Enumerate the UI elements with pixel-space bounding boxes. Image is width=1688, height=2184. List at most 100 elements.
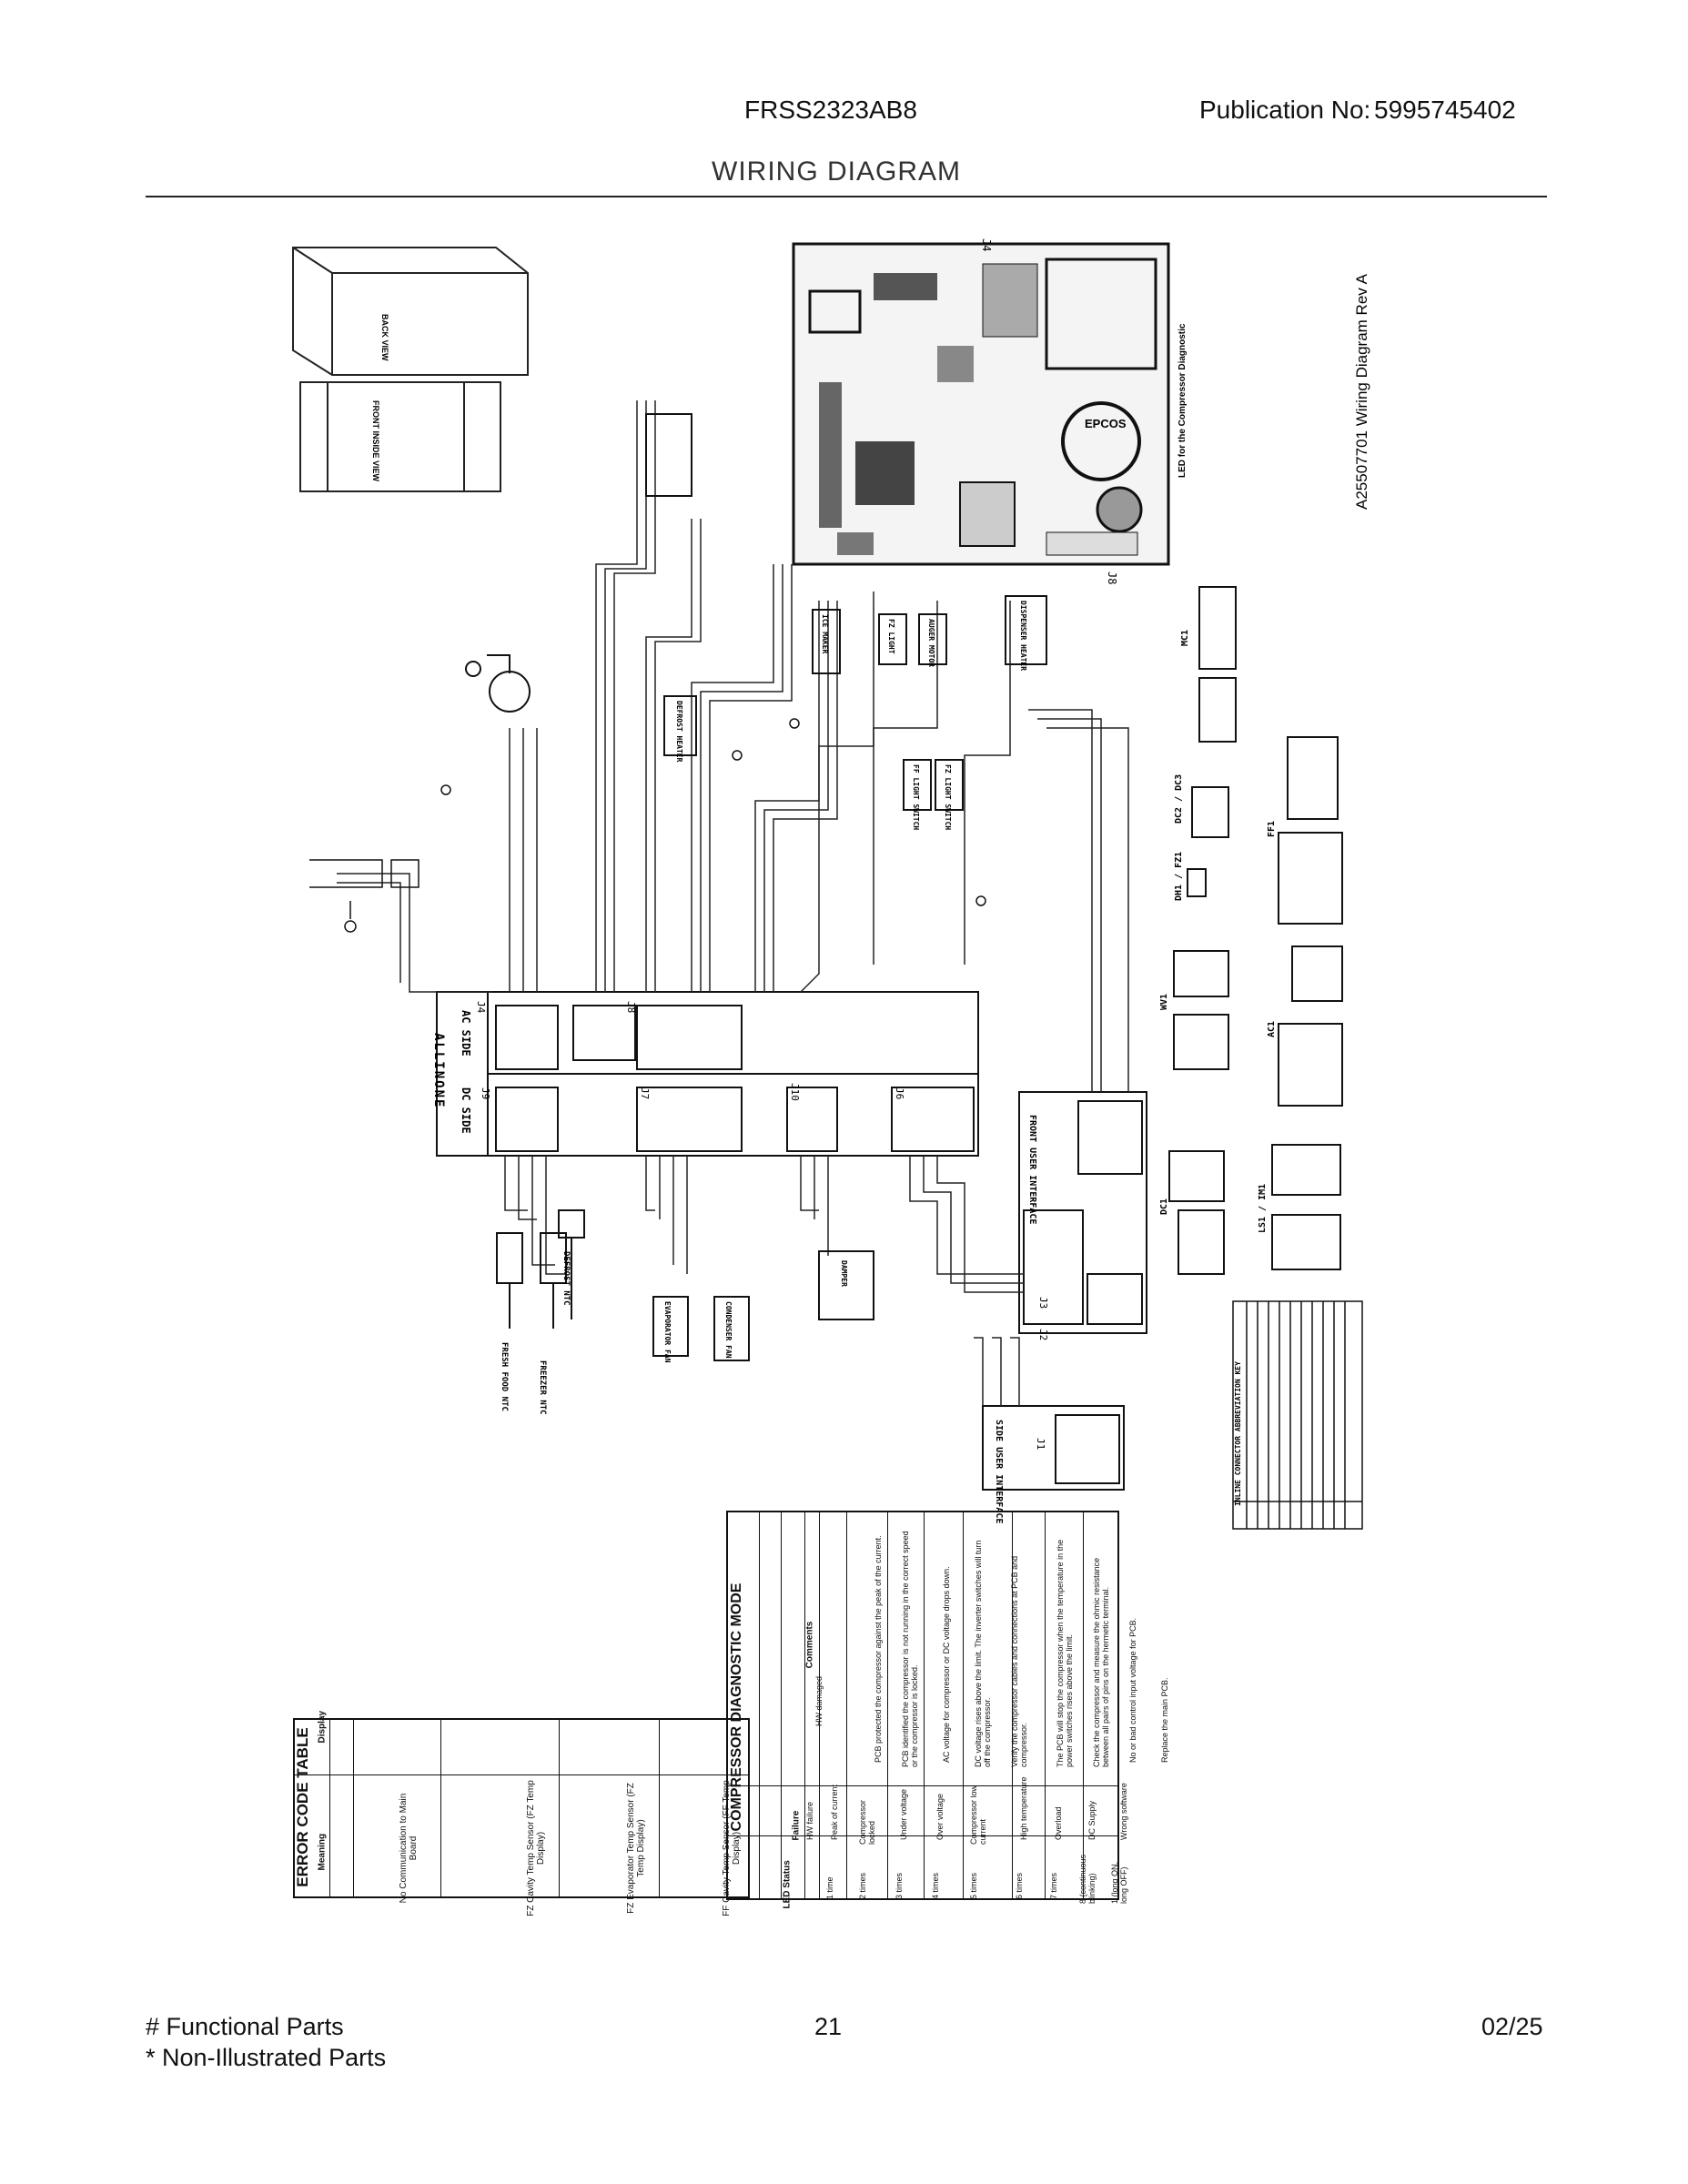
diag-row-status: 8 (continuous blinking)	[1078, 1854, 1097, 1904]
def-ntc-label: DEFROST NTC	[561, 1251, 571, 1306]
diag-row-failure: Over voltage	[935, 1793, 945, 1840]
diag-row-failure: Peak of current	[830, 1784, 839, 1840]
diag-row-failure: Wrong software	[1119, 1783, 1128, 1840]
allinone-label: ALLINONE	[431, 1033, 446, 1108]
connector-j10: J10	[789, 1083, 801, 1101]
model-number: FRSS2323AB8	[744, 96, 917, 124]
dispenser-heater-label: DISPENSER HEATER	[1019, 601, 1027, 671]
abbreviation-key-title: INLINE CONNECTOR ABBREVIATION KEY	[1234, 1361, 1242, 1506]
diag-row-failure: High temperature	[1019, 1776, 1028, 1840]
plug-ac1: AC1	[1267, 1021, 1277, 1037]
plug-dc1: DC1	[1159, 1198, 1169, 1215]
connector-j8: J8	[625, 1001, 637, 1013]
diagnostic-header-failure: Failure	[791, 1810, 802, 1841]
compressor-diagnostic-table: COMPRESSOR DIAGNOSTIC MODE LED Status Fa…	[726, 1511, 1169, 1909]
diag-row-failure: HW failure	[805, 1801, 814, 1840]
allinone-board	[436, 991, 979, 1157]
publication-label: Publication No:	[1199, 96, 1371, 124]
front-ui-board	[1018, 1091, 1147, 1334]
plug-dh1-fz1: DH1 / FZ1	[1174, 852, 1184, 901]
connector-j6: J6	[894, 1087, 905, 1099]
header-rule	[146, 196, 1547, 197]
error-header-meaning: Meaning	[317, 1833, 328, 1871]
main-pcb-image	[792, 242, 1170, 566]
side-ui-label: SIDE USER INTERFACE	[994, 1420, 1004, 1523]
front-view-label: FRONT INSIDE VIEW	[371, 400, 380, 482]
power-plug	[309, 859, 419, 919]
diag-row-failure: Compressor locked	[858, 1799, 876, 1845]
diag-row-status: 1 (long ON, long OFF)	[1110, 1861, 1128, 1904]
ice-maker-label: ICE MAKER	[821, 614, 829, 654]
diag-row-status: 6 times	[1015, 1872, 1024, 1899]
connector-j9: J9	[480, 1087, 491, 1099]
diag-row-failure: Under voltage	[899, 1788, 908, 1840]
plug-mc1: MC1	[1180, 630, 1190, 646]
diag-row-status: 4 times	[931, 1872, 940, 1899]
ground-symbols	[344, 718, 986, 933]
error-row-meaning: No Communication to Main Board	[399, 1793, 419, 1904]
diag-row-failure: Overload	[1054, 1806, 1063, 1840]
evap-fan-label: EVAPORATOR FAN	[663, 1301, 672, 1363]
led-diagnostic-label: LED for the Compressor Diagnostic	[1178, 323, 1188, 478]
diag-row-comment: Replace the main PCB.	[1160, 1677, 1169, 1763]
cond-fan-label: CONDENSER FAN	[724, 1301, 733, 1359]
diag-row-comment: The PCB will stop the compressor when th…	[1056, 1539, 1074, 1767]
plug-dc2-dc3: DC2 / DC3	[1174, 774, 1184, 824]
error-row-meaning: FZ Cavity Temp Sensor (FZ Temp Display)	[526, 1780, 546, 1916]
diag-row-failure: Compressor low current	[969, 1785, 987, 1845]
inline-plugs	[1168, 586, 1343, 1275]
connector-j1: J1	[1035, 1438, 1046, 1450]
upper-components	[645, 413, 1047, 811]
ff-ntc-label: FRESH FOOD NTC	[500, 1342, 509, 1411]
back-view-cabinet	[292, 247, 529, 492]
error-header-display: Display	[317, 1710, 328, 1744]
diag-row-comment: PCB protected the compressor against the…	[874, 1535, 883, 1763]
connector-j3: J3	[1037, 1297, 1049, 1309]
diag-row-comment: HW damaged	[814, 1675, 824, 1726]
fz-ntc-label: FREEZER NTC	[538, 1360, 547, 1415]
functional-parts-note: # Functional Parts	[146, 2013, 344, 2040]
publication-date: 02/25	[1481, 2013, 1543, 2040]
pcb-connector-j8: J8	[1106, 571, 1118, 584]
dc-side-label: DC SIDE	[460, 1087, 472, 1134]
diag-row-comment: Verify the compressor cables and connect…	[1010, 1555, 1028, 1767]
pcb-epcos-label: EPCOS	[1085, 417, 1127, 430]
error-row-meaning: FZ Evaporator Temp Sensor (FZ Temp Displ…	[626, 1783, 646, 1914]
defrost-heater-label: DEFROST HEATER	[675, 701, 683, 763]
ff-light-switch-label: FF LIGHT SWITCH	[912, 764, 920, 830]
diag-row-status: 3 times	[895, 1872, 904, 1899]
wire-harness	[337, 400, 1129, 1406]
page-number: 21	[814, 2013, 843, 2040]
publication-number: 5995745402	[1374, 96, 1516, 124]
compressor-symbol	[465, 654, 531, 713]
diag-row-comment: DC voltage rises above the limit. The in…	[974, 1540, 992, 1767]
error-code-table-title: ERROR CODE TABLE	[294, 1727, 311, 1887]
non-illustrated-parts-note: * Non-Illustrated Parts	[146, 2044, 387, 2071]
diag-row-status: 1 time	[825, 1876, 834, 1899]
diag-row-failure: DC Supply	[1087, 1800, 1097, 1840]
plug-wv1: WV1	[1159, 994, 1169, 1010]
damper-label: DAMPER	[840, 1260, 848, 1287]
back-view-label: BACK VIEW	[380, 314, 389, 361]
diagnostic-title: COMPRESSOR DIAGNOSTIC MODE	[729, 1582, 744, 1832]
error-code-table: ERROR CODE TABLE Meaning Display No Comm…	[293, 1711, 750, 1916]
diag-row-comment: Check the compressor and measure the ohm…	[1092, 1557, 1110, 1767]
connector-j7: J7	[639, 1087, 651, 1099]
abbreviation-key-table	[1232, 1300, 1363, 1530]
diag-row-status: 5 times	[969, 1872, 978, 1899]
diag-row-status: 7 times	[1049, 1872, 1058, 1899]
auger-motor-label: AUGER MOTOR	[927, 619, 935, 667]
fz-light-switch-label: FZ LIGHT SWITCH	[944, 764, 952, 830]
plug-ff1: FF1	[1267, 821, 1277, 837]
lower-components	[496, 1209, 874, 1361]
side-ui-board	[982, 1405, 1125, 1491]
front-ui-label: FRONT USER INTERFACE	[1027, 1115, 1037, 1224]
plug-ls1-im1: LS1 / IM1	[1258, 1184, 1268, 1233]
page-title: WIRING DIAGRAM	[712, 157, 961, 187]
connector-j4: J4	[475, 1001, 487, 1014]
diag-row-comment: PCB identified the compressor is not run…	[901, 1531, 919, 1767]
ac-side-label: AC SIDE	[460, 1010, 472, 1057]
diag-row-status: 2 times	[858, 1872, 867, 1899]
diagnostic-header-status: LED Status	[782, 1860, 793, 1909]
